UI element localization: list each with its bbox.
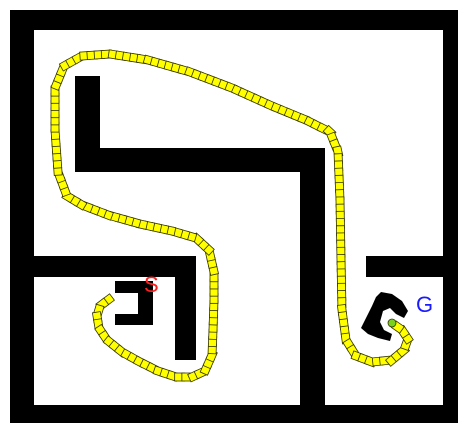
inner-wall-right-room-top bbox=[366, 256, 458, 277]
outer-wall-right bbox=[443, 10, 458, 423]
robot-trajectory bbox=[51, 50, 413, 382]
inner-wall-center-vertical bbox=[300, 148, 325, 423]
goal-pose-marker bbox=[388, 319, 396, 327]
inner-wall-hook-horizontal bbox=[75, 148, 325, 172]
outer-wall-top bbox=[10, 10, 458, 30]
outer-wall-bottom bbox=[10, 405, 458, 423]
start-label: S bbox=[144, 272, 159, 297]
inner-wall-left-room-top bbox=[10, 256, 196, 277]
start-bracket-bottom bbox=[115, 314, 153, 325]
goal-label: G bbox=[416, 292, 433, 317]
inner-wall-left-room-post bbox=[175, 256, 196, 360]
outer-wall-left bbox=[10, 10, 34, 423]
